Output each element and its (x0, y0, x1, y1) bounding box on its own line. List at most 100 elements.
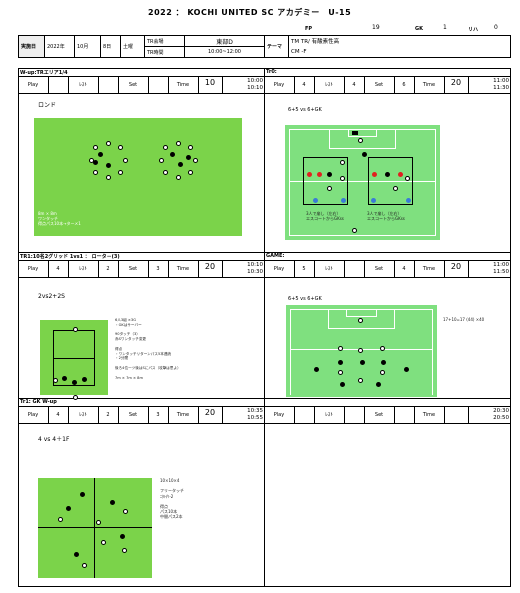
sec2-start: 10:10 (223, 262, 263, 268)
sec4-set-value: 3 (148, 412, 168, 418)
info-table: 実施日 2022年 10月 8日 土曜 TR会場 東部D テーマ TM TR/ … (18, 35, 511, 58)
sec1-start: 11:00 (469, 78, 509, 84)
f44-player (120, 534, 125, 539)
sec2-desc: 2vs2+2S (38, 294, 65, 300)
sec2-play-label: Play (18, 266, 48, 272)
sec1-title: Tr0: (266, 69, 277, 75)
sec1-play-label: Play (264, 82, 294, 88)
rondo-player (186, 155, 191, 160)
game-player (404, 367, 409, 372)
sec0-rest-label: ﾚｽﾄ (68, 82, 98, 88)
sec1-note1: 3人で崩し（左右） エスコートからGKss (306, 211, 344, 221)
game-player (338, 360, 343, 365)
tr0-player (307, 172, 312, 177)
tr1-player (53, 378, 58, 383)
sec1-play-value: 4 (294, 82, 314, 88)
reha-value: 0 (494, 25, 498, 31)
place-label: TR会場 (145, 36, 185, 47)
game-player (380, 346, 385, 351)
tr0-player (371, 198, 376, 203)
tr0-player (340, 176, 345, 181)
rondo-player (188, 170, 193, 175)
rondo-player (106, 163, 111, 168)
fp-value: 19 (372, 25, 380, 31)
sec0-title: W-up:TRエリア1/4 (20, 69, 68, 76)
rondo-player (170, 152, 175, 157)
sec4-set-label: Set (118, 412, 148, 418)
tr0-player (327, 186, 332, 191)
rondo-player (106, 175, 111, 180)
sec0-desc: ロンド (38, 103, 56, 109)
tr0-player (327, 172, 332, 177)
gk-value: 1 (443, 25, 447, 31)
time-label: TR時間 (145, 47, 185, 58)
reha-label: リハ (468, 26, 478, 33)
sec0-set-label: Set (118, 82, 148, 88)
sec0-play-label: Play (18, 82, 48, 88)
sec2-rest-label: ﾚｽﾄ (68, 266, 98, 272)
tr0-player (398, 172, 403, 177)
sec3-play-label: Play (264, 266, 294, 272)
f44-player (58, 517, 63, 522)
tr1-player (73, 327, 78, 332)
game-player (358, 378, 363, 383)
rondo-player (123, 158, 128, 163)
game-player (358, 318, 363, 323)
tr0-player (358, 138, 363, 143)
game-player (314, 367, 319, 372)
f44-player (96, 520, 101, 525)
month: 10月 (75, 36, 101, 58)
tr1-player (72, 380, 77, 385)
sec5-play-label: Play (264, 412, 294, 418)
sec1-time-label: Time (414, 82, 444, 88)
weekday: 土曜 (121, 36, 145, 58)
sec0-time-label: Time (168, 82, 198, 88)
f44-player (101, 540, 106, 545)
rondo-player (193, 158, 198, 163)
page-title: 2022 ： KOCHI UNITED SC アカデミー U-15 (148, 7, 351, 18)
tr0-player (385, 172, 390, 177)
sec2-set-value: 3 (148, 266, 168, 272)
game-player (340, 382, 345, 387)
sec2-end: 10:30 (223, 269, 263, 275)
f44-player (74, 552, 79, 557)
sec5-set-label: Set (364, 412, 394, 418)
sec4-time-label: Time (168, 412, 198, 418)
tr0-player (393, 186, 398, 191)
sec2-time-label: Time (168, 266, 198, 272)
sec2-note: 6人3組 ×3G ・GKはサーバー 90タッチ（3） 赤Sワンタッチ変更 得点 … (115, 318, 181, 380)
game-player (358, 348, 363, 353)
sec5-end: 20:50 (469, 415, 509, 421)
sec1-rest-value: 4 (344, 82, 364, 88)
game-player (381, 360, 386, 365)
f44-player (80, 492, 85, 497)
sec3-rest-label: ﾚｽﾄ (314, 266, 344, 272)
sec4-end: 10:55 (223, 415, 263, 421)
rondo-player (159, 158, 164, 163)
gk-label: GK (415, 26, 423, 32)
sec3-desc: 6+5 vs 6+GK (288, 296, 322, 302)
sec4-title: Tr1: GK W-up (20, 399, 57, 405)
sec3-start: 11:00 (469, 262, 509, 268)
sec5-time-label: Time (414, 412, 444, 418)
sec5-rest-label: ﾚｽﾄ (314, 412, 344, 418)
year: 2022年 (45, 36, 75, 58)
sec4-start: 10:35 (223, 408, 263, 414)
sec2-set-label: Set (118, 266, 148, 272)
rondo-player (176, 175, 181, 180)
sec3-time-value: 20 (444, 264, 468, 270)
rondo-player (176, 141, 181, 146)
date-label: 実施日 (19, 36, 45, 58)
game-player (360, 360, 365, 365)
tr0-player (372, 172, 377, 177)
rondo-player (118, 170, 123, 175)
sec4-rest-value: 2 (98, 412, 118, 418)
theme-line1: TM TR/ 有酸素性高 (289, 36, 511, 47)
rondo-player (98, 152, 103, 157)
day: 8日 (101, 36, 121, 58)
fp-label: FP (305, 26, 312, 32)
f44-player (66, 506, 71, 511)
sec2-time-value: 20 (198, 264, 222, 270)
sec3-time-label: Time (414, 266, 444, 272)
theme-label: テーマ (265, 36, 289, 58)
